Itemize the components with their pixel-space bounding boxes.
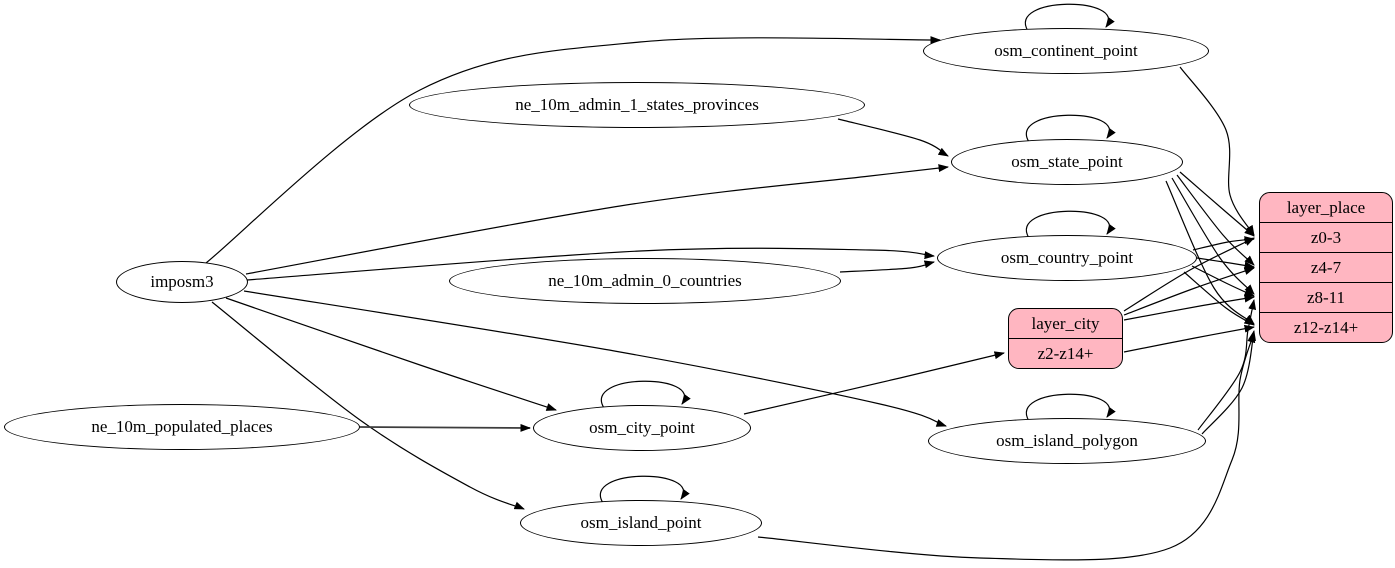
node-osm-city-point: osm_city_point [533, 405, 751, 451]
node-imposm3: imposm3 [116, 261, 248, 303]
edge-ne_10m_populated_places-to-osm_city_point [359, 423, 531, 432]
node-osm-state-point: osm_state_point [951, 139, 1183, 185]
edge-osm_country_point-to-layer_place-z8-11 [1191, 265, 1255, 297]
edge-layer_city-to-layer_place-z8-11 [1123, 294, 1255, 321]
record-layer-place-row-z12-z14: z12-z14+ [1260, 312, 1392, 342]
edge-ne_10m_admin_1_states_provinces-to-osm_state_point [837, 118, 949, 157]
edge-osm_country_point-to-layer_place-z4-7 [1196, 257, 1255, 270]
node-osm-island-point: osm_island_point [520, 500, 762, 546]
edge-osm_island_polygon-to-layer_place-z8-11 [1197, 299, 1257, 431]
edge-osm_state_point-to-layer_place-z0-3 [1179, 171, 1255, 237]
edge-osm_continent_point-to-layer_place-z0-3 [1179, 66, 1255, 236]
record-layer-city: layer_city z2-z14+ [1008, 308, 1123, 369]
edge-osm_state_point-to-layer_place-z8-11 [1171, 177, 1255, 295]
record-layer-place-title: layer_place [1286, 198, 1366, 217]
node-ne-10m-admin-1-states-provinces: ne_10m_admin_1_states_provinces [409, 82, 865, 128]
node-osm-continent-point: osm_continent_point [923, 28, 1209, 74]
self-loop-osm_city_point [600, 380, 691, 409]
self-loop-osm_island_polygon [1025, 393, 1116, 422]
edge-layer_city-to-layer_place-z12-z14+ [1123, 324, 1255, 353]
node-ne-10m-populated-places: ne_10m_populated_places [4, 404, 360, 450]
edge-osm_island_polygon-to-layer_place-z12-z14+ [1201, 330, 1256, 435]
edge-osm_city_point-to-layer_city-z2-z14+ [743, 351, 1005, 415]
edge-imposm3-to-osm_island_polygon [243, 290, 947, 427]
edge-osm_country_point-to-layer_place-z12-z14+ [1183, 271, 1255, 326]
edge-osm_country_point-to-layer_place-z0-3 [1192, 236, 1255, 251]
record-layer-place-row-z0-3: z0-3 [1260, 222, 1392, 252]
self-loop-osm_state_point [1025, 114, 1116, 143]
record-layer-city-row-z2-z14: z2-z14+ [1009, 338, 1122, 368]
self-loop-osm_continent_point [1024, 3, 1115, 32]
self-loop-osm_island_point [599, 475, 690, 504]
record-layer-place-row-z4-7: z4-7 [1260, 252, 1392, 282]
record-layer-place: layer_place z0-3 z4-7 z8-11 z12-z14+ [1259, 192, 1393, 343]
node-ne-10m-admin-0-countries: ne_10m_admin_0_countries [449, 258, 841, 304]
edge-ne_10m_admin_0_countries-to-osm_country_point [839, 260, 935, 273]
node-osm-island-polygon: osm_island_polygon [928, 418, 1206, 464]
edge-imposm3-to-osm_city_point [225, 297, 557, 411]
record-layer-city-title: layer_city [1031, 314, 1100, 333]
node-osm-country-point: osm_country_point [937, 235, 1197, 281]
record-layer-place-row-z8-11: z8-11 [1260, 282, 1392, 312]
self-loop-osm_country_point [1025, 210, 1116, 239]
edge-imposm3-to-osm_continent_point [205, 36, 941, 264]
